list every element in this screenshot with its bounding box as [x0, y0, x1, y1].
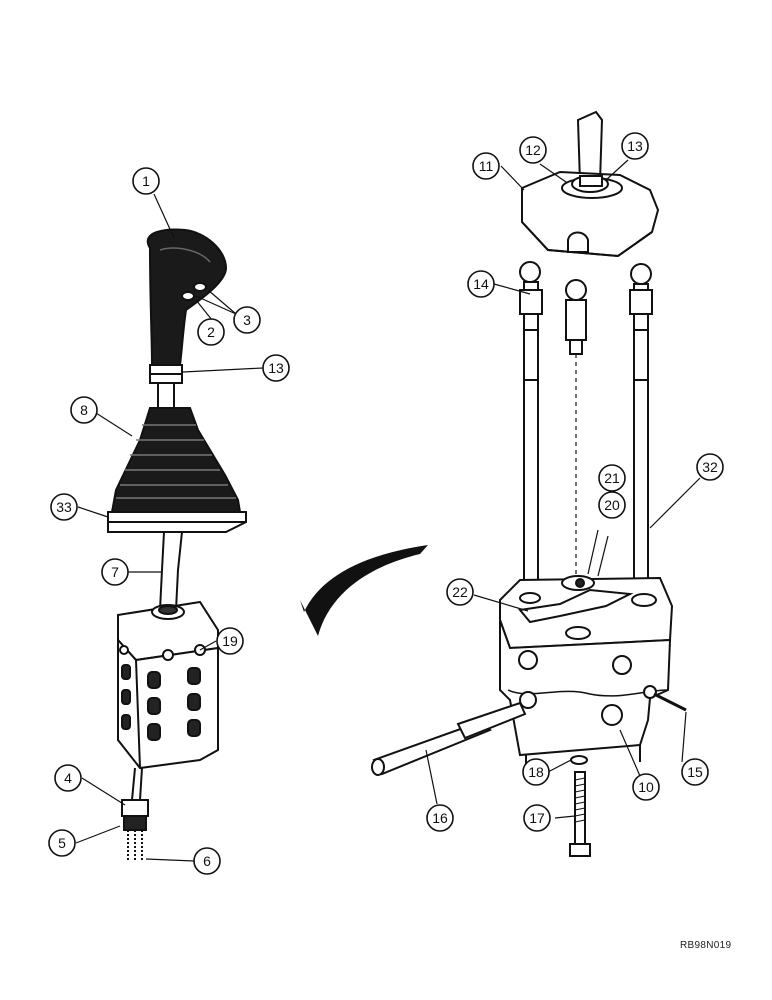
callout-circle: [598, 491, 626, 519]
callout-circle: [216, 627, 244, 655]
lever-shaft: [158, 531, 184, 611]
callout-6: 6: [203, 853, 211, 869]
callout-circle: [519, 136, 547, 164]
callout-circle: [467, 270, 495, 298]
callout-circle: [696, 453, 724, 481]
callout-21: 21: [604, 470, 620, 486]
callout-circle: [446, 578, 474, 606]
callout-14: 14: [473, 276, 489, 292]
callout-circle: [632, 773, 660, 801]
callout-circle: [50, 493, 78, 521]
push-rod-left: [523, 281, 539, 593]
callout-22: 22: [452, 584, 468, 600]
callout-15: 15: [687, 764, 703, 780]
valve-assembly: [371, 110, 687, 857]
callout-circle: [101, 558, 129, 586]
callout-circle: [681, 758, 709, 786]
callout-numbers: 1 2 3 13 8 33 7 19 4 5 6 11 12 13 14 21 …: [56, 138, 718, 869]
callout-circle: [233, 306, 261, 334]
callout-19: 19: [222, 633, 238, 649]
callout-12: 12: [525, 142, 541, 158]
callout-circle: [54, 764, 82, 792]
callout-circle: [598, 464, 626, 492]
callout-32: 32: [702, 459, 718, 475]
callout-circle: [262, 354, 290, 382]
callout-circle: [193, 847, 221, 875]
callout-8: 8: [80, 402, 88, 418]
callout-2: 2: [207, 324, 215, 340]
push-rod-center: [565, 299, 587, 341]
lever-stub: [576, 110, 604, 183]
callout-4: 4: [64, 770, 72, 786]
connector-housing: [121, 799, 149, 817]
callout-circle: [48, 829, 76, 857]
callout-5: 5: [58, 835, 66, 851]
callout-3: 3: [243, 312, 251, 328]
callout-circle: [132, 167, 160, 195]
callout-circle: [523, 804, 551, 832]
callout-circle: [472, 152, 500, 180]
callout-circle: [621, 132, 649, 160]
callout-20: 20: [604, 497, 620, 513]
valve-block-body: [499, 619, 672, 757]
callout-13-right: 13: [627, 138, 643, 154]
callout-circle: [522, 758, 550, 786]
callout-11: 11: [479, 158, 494, 174]
callout-1: 1: [142, 173, 150, 189]
joystick-assembly: [107, 228, 247, 862]
callout-16: 16: [432, 810, 448, 826]
callout-circle: [426, 804, 454, 832]
callout-33: 33: [56, 499, 72, 515]
callout-bubbles: [48, 132, 724, 875]
callout-circle: [70, 396, 98, 424]
callout-13-left: 13: [268, 360, 284, 376]
assembly-arrow: [300, 545, 428, 636]
callout-18: 18: [528, 764, 544, 780]
rubber-boot: [110, 407, 242, 513]
leader-lines: [75, 159, 701, 862]
callout-7: 7: [111, 564, 119, 580]
figure-reference-code: RB98N019: [680, 940, 732, 951]
callout-17: 17: [529, 810, 545, 826]
callout-10: 10: [638, 779, 654, 795]
callout-circle: [197, 318, 225, 346]
